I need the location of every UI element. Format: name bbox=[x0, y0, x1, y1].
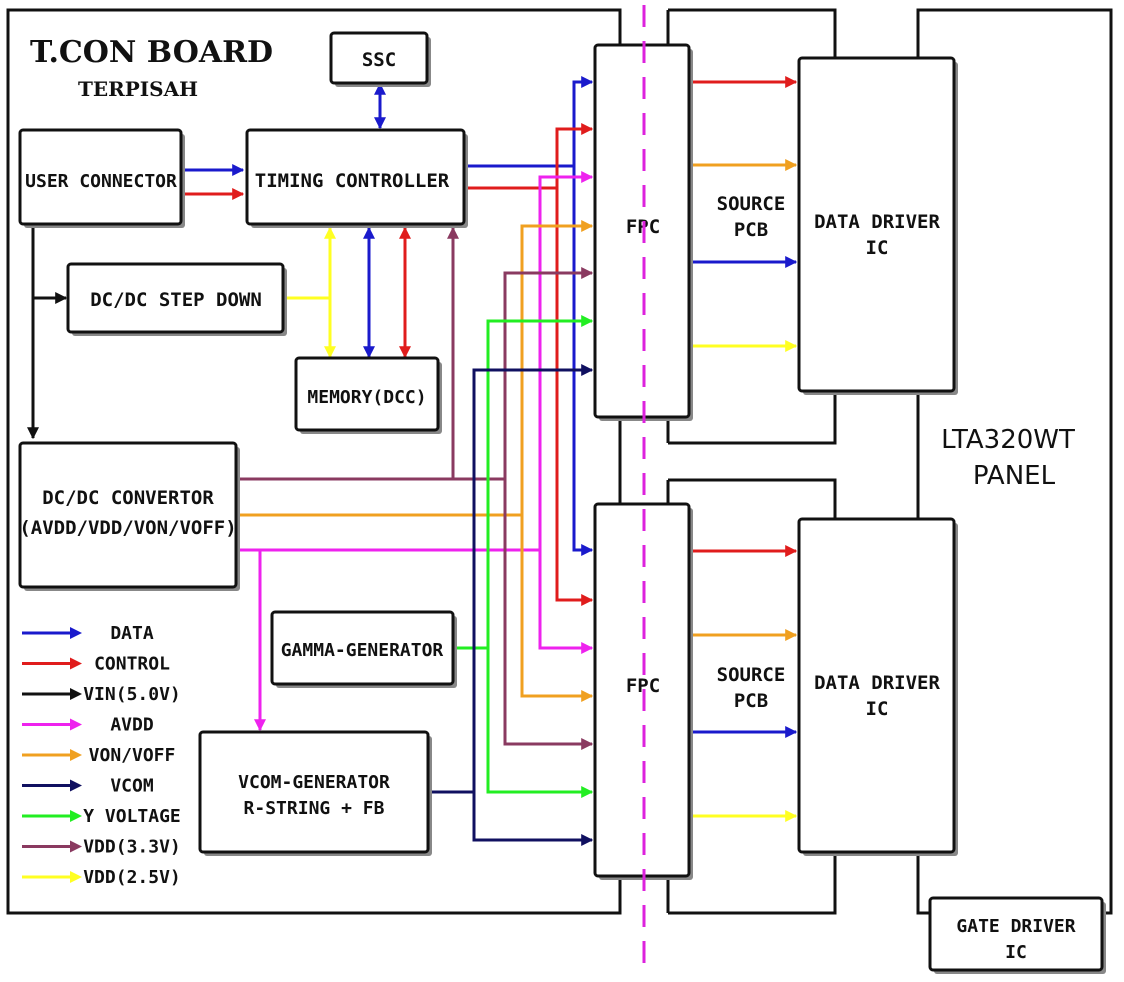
legend-item: VDD(3.3V) bbox=[22, 837, 181, 858]
control-to-fpc-bottom bbox=[555, 188, 594, 606]
legend-label: CONTROL bbox=[94, 654, 170, 675]
svg-text:DATA DRIVER: DATA DRIVER bbox=[814, 672, 940, 694]
legend: DATA CONTROL VIN(5.0V) AVDD VON/VOFF VCOM Y VO… bbox=[22, 623, 181, 888]
svg-text:DC/DC STEP DOWN: DC/DC STEP DOWN bbox=[90, 289, 262, 311]
legend-label: VCOM bbox=[110, 776, 154, 797]
svg-text:FPC: FPC bbox=[626, 675, 660, 697]
y-to-fpc-bottom bbox=[486, 648, 594, 798]
legend-item: Y VOLTAGE bbox=[22, 806, 181, 827]
source-pcb-top-label-2: PCB bbox=[734, 219, 768, 241]
legend-arrowhead bbox=[70, 749, 82, 761]
source-pcb-top-label: SOURCE bbox=[717, 193, 786, 215]
legend-label: VDD(2.5V) bbox=[83, 867, 181, 888]
svg-text:IC: IC bbox=[866, 698, 889, 720]
legend-item: VDD(2.5V) bbox=[22, 867, 181, 888]
legend-label: AVDD bbox=[110, 715, 154, 736]
legend-label: VIN(5.0V) bbox=[83, 684, 181, 705]
data-driver-bottom-block: DATA DRIVER IC bbox=[797, 517, 958, 856]
svg-text:DATA DRIVER: DATA DRIVER bbox=[814, 211, 940, 233]
svg-text:USER CONNECTOR: USER CONNECTOR bbox=[25, 171, 177, 192]
legend-arrowhead bbox=[70, 779, 82, 792]
legend-item: DATA bbox=[22, 623, 154, 644]
y-to-fpc-top bbox=[486, 315, 594, 648]
von-to-fpc-bottom bbox=[520, 515, 594, 702]
panel-label-2: PANEL bbox=[973, 461, 1056, 491]
legend-label: DATA bbox=[110, 623, 154, 644]
legend-label: VDD(3.3V) bbox=[83, 837, 181, 858]
svg-text:DC/DC CONVERTOR: DC/DC CONVERTOR bbox=[42, 487, 214, 509]
ssc-block: SSC bbox=[329, 31, 431, 87]
legend-arrowhead bbox=[70, 688, 82, 700]
legend-arrowhead bbox=[70, 657, 82, 670]
svg-text:GATE DRIVER: GATE DRIVER bbox=[956, 916, 1075, 937]
svg-text:TIMING CONTROLLER: TIMING CONTROLLER bbox=[255, 170, 450, 192]
legend-item: AVDD bbox=[22, 715, 154, 736]
svg-text:SSC: SSC bbox=[362, 49, 396, 71]
svg-text:(AVDD/VDD/VON/VOFF): (AVDD/VDD/VON/VOFF) bbox=[19, 517, 236, 539]
vdd33-to-fpc-top bbox=[503, 267, 594, 479]
source-pcb-bottom-label: SOURCE bbox=[717, 664, 786, 686]
avdd-to-fpc-bottom bbox=[538, 550, 594, 654]
legend-item: CONTROL bbox=[22, 654, 170, 675]
timing-controller-block: TIMING CONTROLLER bbox=[245, 128, 468, 228]
legend-label: VON/VOFF bbox=[89, 745, 176, 766]
svg-text:IC: IC bbox=[866, 237, 889, 259]
legend-item: VIN(5.0V) bbox=[22, 684, 181, 705]
tcon-board-frame bbox=[6, 8, 622, 915]
fpc-bottom-block: FPC bbox=[593, 502, 693, 880]
legend-arrowhead bbox=[70, 627, 82, 639]
svg-text:IC: IC bbox=[1005, 942, 1027, 963]
vcom-to-fpc-top bbox=[472, 364, 594, 792]
dcdc-step-down-block: DC/DC STEP DOWN bbox=[66, 262, 287, 336]
svg-text:VCOM-GENERATOR: VCOM-GENERATOR bbox=[238, 772, 390, 793]
legend-item: VON/VOFF bbox=[22, 745, 175, 766]
von-to-fpc-top bbox=[520, 220, 594, 515]
vcom-to-fpc-bottom bbox=[472, 792, 594, 846]
board-subtitle: TERPISAH bbox=[78, 77, 198, 101]
legend-arrowhead bbox=[70, 810, 82, 822]
data-to-fpc-bottom bbox=[572, 166, 594, 556]
legend-item: VCOM bbox=[22, 776, 154, 797]
connections bbox=[27, 76, 798, 846]
vcom-generator-block: VCOM-GENERATOR R-STRING + FB bbox=[198, 730, 432, 856]
avdd-to-fpc-top bbox=[538, 171, 594, 550]
panel-label: LTA320WT bbox=[941, 425, 1075, 455]
user-connector-block: USER CONNECTOR bbox=[18, 128, 185, 228]
data-to-fpc-top bbox=[572, 76, 594, 166]
svg-text:MEMORY(DCC): MEMORY(DCC) bbox=[307, 387, 426, 408]
svg-text:GAMMA-GENERATOR: GAMMA-GENERATOR bbox=[281, 640, 444, 661]
fpc-top-block: FPC bbox=[593, 43, 693, 421]
legend-arrowhead bbox=[70, 718, 82, 731]
legend-arrowhead bbox=[70, 871, 82, 883]
legend-arrowhead bbox=[70, 840, 82, 853]
memory-block: MEMORY(DCC) bbox=[294, 356, 442, 434]
gamma-generator-block: GAMMA-GENERATOR bbox=[270, 610, 457, 688]
data-driver-top-block: DATA DRIVER IC bbox=[797, 56, 958, 395]
gate-driver-block: GATE DRIVER IC bbox=[928, 896, 1106, 974]
vdd25-tcon bbox=[285, 226, 336, 300]
source-pcb-bottom-label-2: PCB bbox=[734, 690, 768, 712]
vdd33-to-fpc-bottom bbox=[503, 479, 594, 750]
board-title: T.CON BOARD bbox=[30, 35, 273, 70]
svg-text:R-STRING + FB: R-STRING + FB bbox=[244, 798, 385, 819]
control-to-fpc-top bbox=[555, 123, 594, 188]
legend-label: Y VOLTAGE bbox=[83, 806, 181, 827]
dcdc-convertor-block: DC/DC CONVERTOR (AVDD/VDD/VON/VOFF) bbox=[18, 441, 240, 591]
